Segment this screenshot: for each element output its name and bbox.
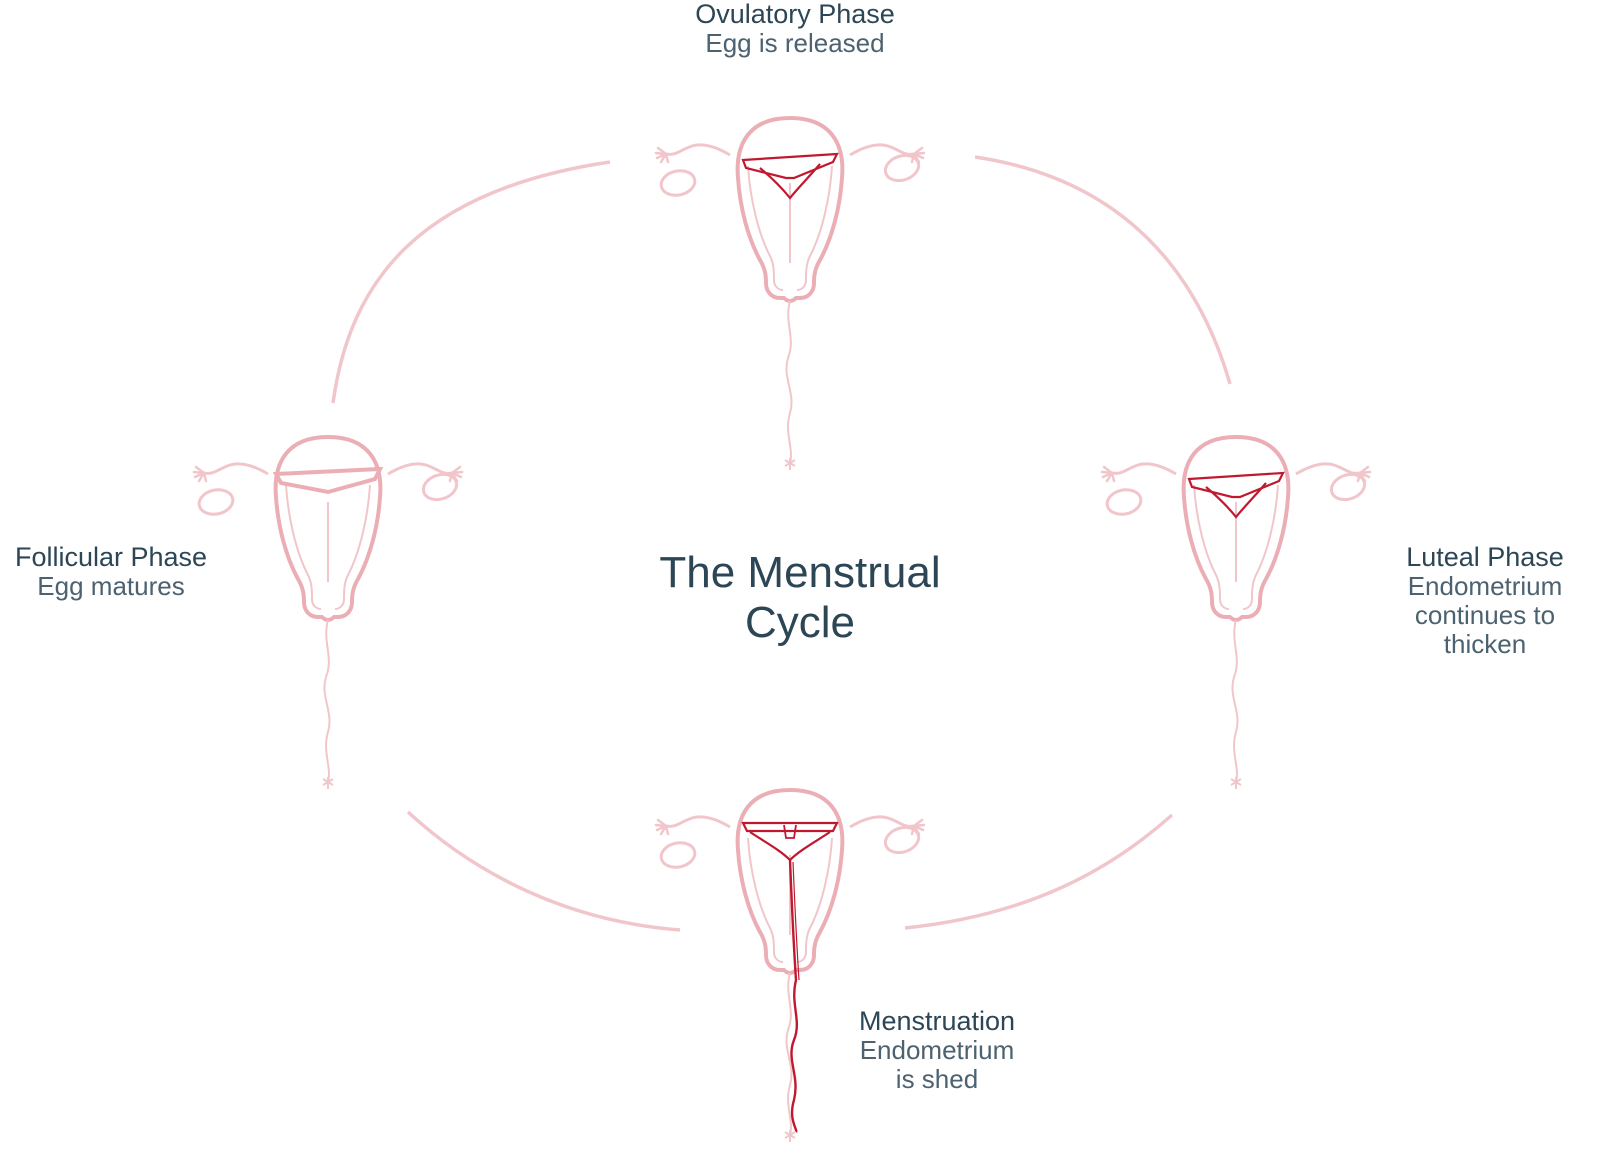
- cycle-arc-bottom-right: [904, 813, 1174, 930]
- uterus-follicular-icon: [192, 435, 464, 791]
- label-luteal-desc: Endometrium continues to thicken: [1370, 572, 1600, 659]
- cycle-arc-top-right: [974, 155, 1232, 385]
- cycle-arc-bottom-left: [406, 810, 681, 932]
- cycle-arc-top-left: [331, 160, 611, 404]
- label-ovulatory-desc: Egg is released: [640, 29, 950, 58]
- label-luteal-desc-line-3: thicken: [1443, 629, 1527, 659]
- label-follicular-title: Follicular Phase: [14, 542, 208, 572]
- uterus-luteal-icon: [1100, 435, 1372, 791]
- label-menstruation: Menstruation Endometrium is shed: [832, 1007, 1042, 1094]
- label-follicular-desc: Egg matures: [0, 572, 222, 601]
- label-follicular-desc-line: Egg matures: [37, 571, 185, 601]
- label-ovulatory-desc-line: Egg is released: [705, 28, 885, 58]
- label-menstruation-desc-line-1: Endometrium: [859, 1035, 1015, 1065]
- label-luteal: Luteal Phase Endometrium continues to th…: [1370, 543, 1600, 659]
- label-luteal-title: Luteal Phase: [1406, 542, 1564, 572]
- label-luteal-desc-line-2: continues to: [1414, 600, 1556, 630]
- label-follicular: Follicular Phase Egg matures: [0, 543, 222, 601]
- label-ovulatory: Ovulatory Phase Egg is released: [640, 0, 950, 58]
- uterus-ovulatory-icon: [654, 116, 926, 472]
- diagram-title: The Menstrual Cycle: [659, 548, 941, 647]
- label-menstruation-desc-line-2: is shed: [895, 1064, 979, 1094]
- label-luteal-desc-line-1: Endometrium: [1407, 571, 1563, 601]
- label-menstruation-desc: Endometrium is shed: [832, 1036, 1042, 1094]
- uterus-menstruation-icon: [654, 788, 926, 1144]
- label-menstruation-title: Menstruation: [858, 1006, 1016, 1036]
- label-ovulatory-title: Ovulatory Phase: [695, 0, 895, 29]
